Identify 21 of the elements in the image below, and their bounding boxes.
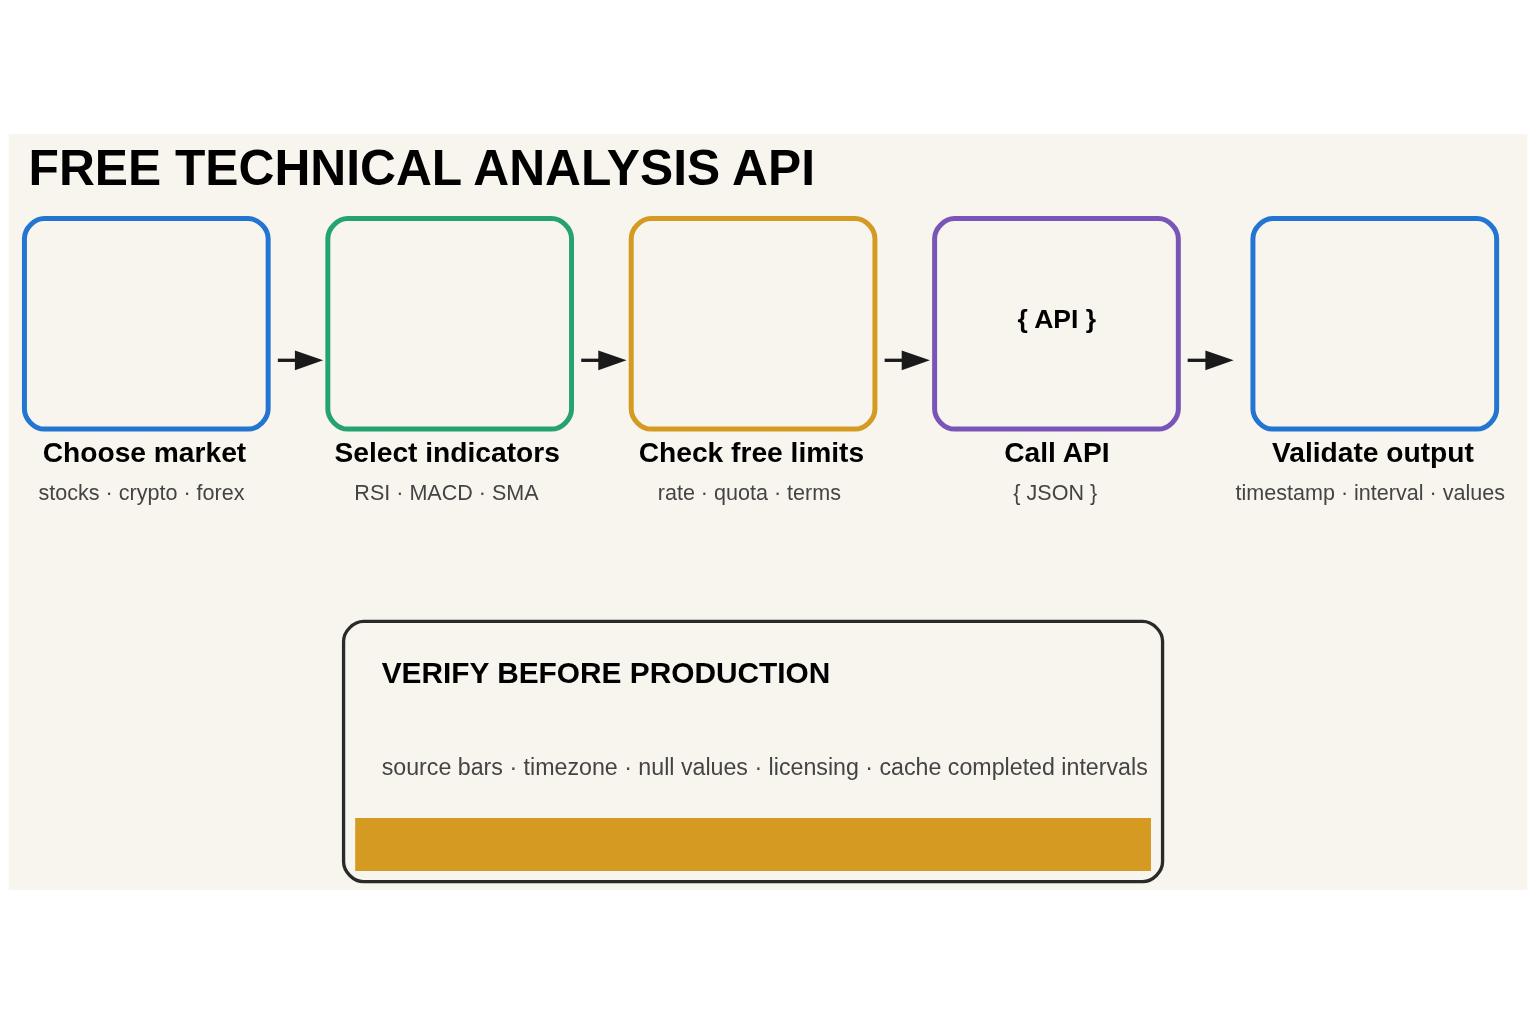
node-box — [325, 216, 575, 432]
node-box — [628, 216, 878, 432]
node-label: rate · quota · terms — [657, 480, 841, 506]
node-label: Validate output — [1272, 436, 1474, 469]
node-label: Check free limits — [638, 436, 865, 469]
node-label: RSI · MACD · SMA — [354, 480, 539, 506]
node-label: Choose market — [42, 436, 247, 469]
node-box: { API } — [932, 216, 1181, 432]
diagram-title: FREE TECHNICAL ANALYSIS API — [28, 140, 815, 197]
node-label: Select indicators — [334, 436, 560, 469]
node-label: timestamp · interval · values — [1235, 480, 1505, 506]
node-box — [1250, 216, 1500, 432]
arrow — [1187, 350, 1234, 371]
node-label: Call API — [1004, 436, 1110, 469]
arrow — [884, 350, 930, 371]
arrow — [581, 350, 627, 371]
node-label: stocks · crypto · forex — [38, 480, 245, 506]
node-box: VERIFY BEFORE PRODUCTION source bars · timezone · null values · licensing · cache completed intervals — [341, 619, 1165, 884]
arrow — [277, 350, 324, 371]
node-box — [21, 216, 271, 432]
node-label: { JSON } — [1013, 480, 1098, 506]
